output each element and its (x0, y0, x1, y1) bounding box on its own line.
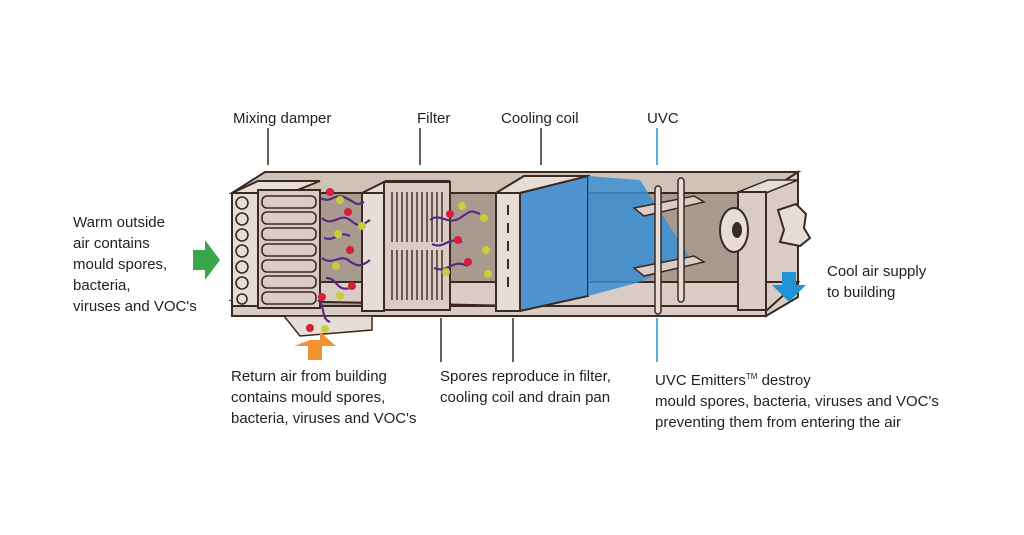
uvc-label: UVC (647, 110, 679, 127)
return-air-duct (282, 315, 373, 337)
microbe-dots (306, 188, 492, 333)
spores-label: Spores reproduce in filter, cooling coil… (440, 368, 611, 406)
outside-air-label: Warm outside air contains mould spores, … (73, 214, 197, 315)
cooling-coil (492, 174, 591, 313)
supply-fan (719, 179, 812, 311)
mixing-damper (231, 180, 321, 309)
outside-air-arrow (193, 240, 220, 280)
filter-label: Filter (417, 110, 451, 127)
return-air-arrow (294, 332, 336, 360)
uvc-emitters (632, 177, 706, 315)
cooling-coil-label: Cooling coil (501, 110, 579, 127)
uvc-emitters-label: UVC EmittersTM destroy mould spores, bac… (655, 372, 939, 431)
supply-air-arrow (772, 272, 806, 302)
return-air-label: Return air from building contains mould … (231, 368, 417, 427)
supply-air-label: Cool air supply to building (827, 263, 927, 301)
mixing-damper-label: Mixing damper (233, 110, 332, 127)
